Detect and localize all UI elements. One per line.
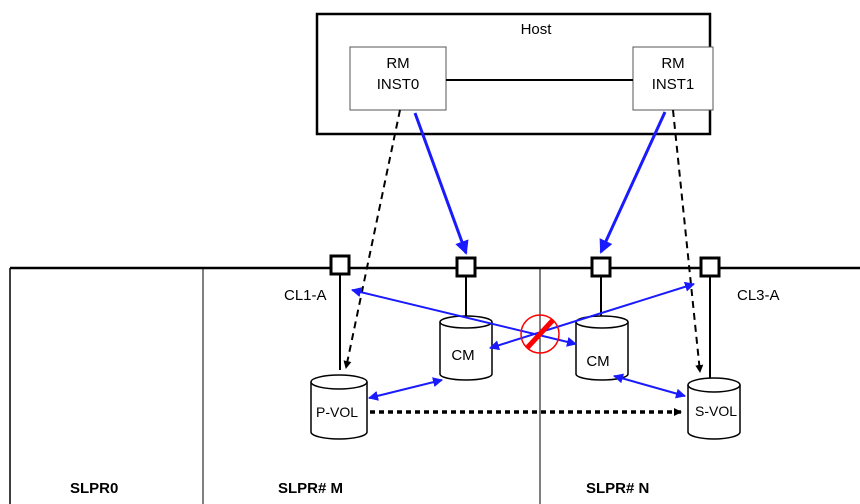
cm-m-label: CM: [451, 347, 474, 364]
partition-label-slpr-m: SLPR# M: [278, 480, 343, 497]
blue-link-pvol-cm-m: [368, 377, 443, 401]
cm-volume-m: CM: [439, 315, 493, 381]
s-vol-label: S-VOL: [695, 403, 737, 419]
p-vol: P-VOL: [310, 374, 368, 440]
cm-volume-n: CM: [575, 315, 629, 381]
cm-n-label: CM: [586, 353, 609, 370]
port-label-cl3-a: CL3-A: [737, 287, 780, 304]
port-cm-n: [590, 256, 612, 278]
blue-arrow-inst1-to-cm-port: [599, 111, 667, 254]
port-label-cl1-a: CL1-A: [284, 287, 327, 304]
partition-label-slpr-n: SLPR# N: [586, 480, 649, 497]
p-vol-label: P-VOL: [316, 404, 358, 420]
host-title: Host: [521, 21, 553, 38]
rm-instance-1: RM INST1: [632, 46, 714, 111]
instance-1-line2: INST1: [652, 76, 695, 93]
port-cm-m: [455, 256, 477, 278]
instance-0-line1: RM: [386, 55, 409, 72]
prohibited-icon: [520, 314, 560, 354]
s-vol: S-VOL: [687, 377, 741, 440]
port-cl1-a: [329, 254, 351, 276]
dashed-arrow-inst1-to-svol: [672, 109, 704, 373]
blue-arrow-inst0-to-cm-port: [413, 112, 469, 255]
blue-link-cl3a-to-cm-m: [489, 281, 695, 351]
instance-0-line2: INST0: [377, 76, 420, 93]
instance-1-line1: RM: [661, 55, 684, 72]
blue-link-cm-n-svol: [613, 373, 686, 399]
port-cl3-a: [699, 256, 721, 278]
rm-instance-0: RM INST0: [349, 46, 447, 111]
partition-label-slpr0: SLPR0: [70, 480, 118, 497]
dashed-arrow-inst0-to-pvol: [343, 109, 401, 369]
